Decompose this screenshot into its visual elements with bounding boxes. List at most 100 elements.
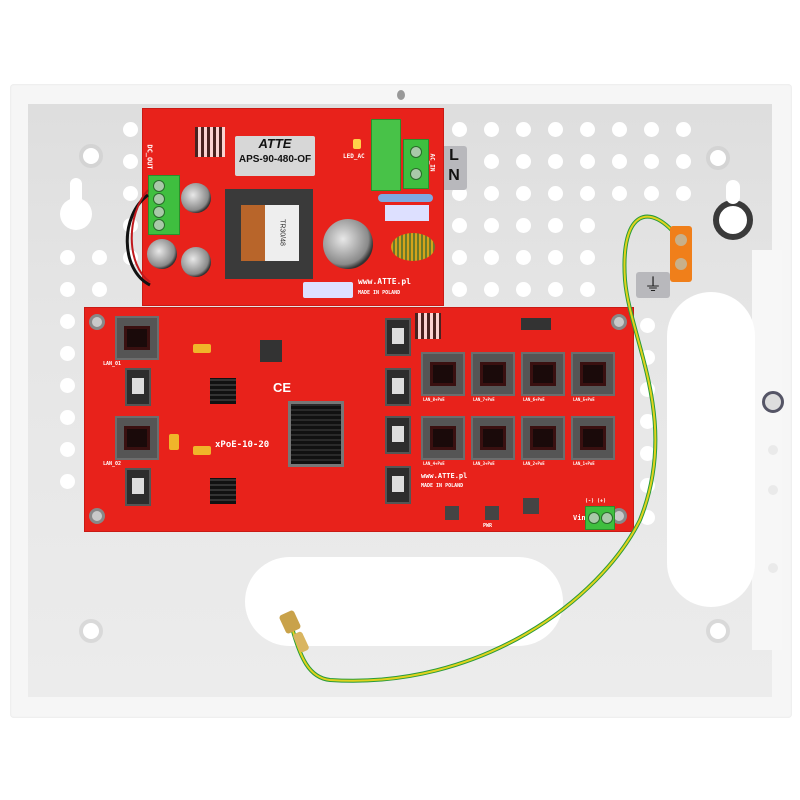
neutral-label: N — [448, 167, 460, 184]
perforation-hole — [60, 346, 75, 361]
poe-port-7[interactable] — [471, 352, 515, 396]
perforation-hole — [123, 122, 138, 137]
perforation-hole — [60, 442, 75, 457]
magnetics — [125, 368, 151, 406]
brand-logo: ATTE — [258, 136, 292, 151]
perforation-hole — [580, 218, 595, 233]
uplink-port-1[interactable] — [115, 316, 159, 360]
perforation-hole — [548, 250, 563, 265]
ce-mark: CE — [273, 380, 292, 395]
ground-label: ⏚ — [636, 272, 670, 298]
perforation-hole — [123, 186, 138, 201]
perforation-hole — [484, 186, 499, 201]
poe-port-4-label: LAN_4+PoE — [423, 461, 445, 466]
perforation-hole — [60, 282, 75, 297]
perforation-hole — [580, 122, 595, 137]
polarity-label: (-) (+) — [585, 498, 607, 504]
cable-slot-vertical — [667, 292, 755, 607]
poe-switch-board: LAN_01 LAN_02 CE xPoE-10-20 LAN_8+PoE LA… — [84, 307, 634, 532]
poe-port-6-label: LAN_6+PoE — [523, 397, 545, 402]
qr-code — [415, 313, 441, 339]
perforation-hole — [452, 122, 467, 137]
ground-terminal-clamp[interactable] — [670, 226, 692, 282]
rail-dimple — [768, 485, 778, 495]
perforation-hole — [612, 122, 627, 137]
poe-port-4[interactable] — [421, 416, 465, 460]
website-text: www.ATTE.pl — [421, 472, 468, 480]
dc-out-terminal[interactable] — [148, 175, 180, 235]
magnetics — [385, 318, 411, 356]
perforation-hole — [676, 122, 691, 137]
perforation-hole — [644, 186, 659, 201]
capacitor-large — [323, 219, 373, 269]
fuse — [193, 446, 211, 455]
switch-chip-heatsink — [288, 401, 344, 467]
poe-port-7-label: LAN_7+PoE — [473, 397, 495, 402]
uplink-port-2-label: LAN_02 — [103, 461, 122, 467]
vin-label: Vin — [573, 514, 586, 522]
poe-port-8-label: LAN_8+PoE — [423, 397, 445, 402]
perforation-hole — [123, 154, 138, 169]
perforation-hole — [640, 446, 655, 461]
mounting-hole — [710, 150, 726, 166]
fuse — [193, 344, 211, 353]
perforation-hole — [548, 122, 563, 137]
model-label: ATTE APS-90-480-OF — [235, 136, 315, 176]
dip-switch[interactable] — [521, 318, 551, 330]
rail-screw — [762, 391, 784, 413]
poe-port-5[interactable] — [571, 352, 615, 396]
perforation-hole — [676, 186, 691, 201]
model-number: APS-90-480-OF — [238, 154, 312, 165]
poe-port-3[interactable] — [471, 416, 515, 460]
uplink-port-1-label: LAN_01 — [103, 361, 122, 367]
perforation-hole — [484, 122, 499, 137]
capacitor — [181, 247, 211, 277]
perforation-hole — [516, 282, 531, 297]
perforation-hole — [548, 186, 563, 201]
perforation-hole — [92, 282, 107, 297]
fuse-holder[interactable] — [371, 119, 401, 191]
perforation-hole — [60, 314, 75, 329]
vin-terminal[interactable] — [585, 506, 615, 530]
perforation-hole — [452, 218, 467, 233]
board-mount-screw — [611, 314, 627, 330]
y-capacitor — [378, 194, 433, 202]
poe-port-6[interactable] — [521, 352, 565, 396]
poe-port-8[interactable] — [421, 352, 465, 396]
poe-port-2[interactable] — [521, 416, 565, 460]
made-in-text: MADE IN POLAND — [421, 483, 464, 489]
perforation-hole — [548, 154, 563, 169]
screw-icon — [675, 258, 687, 270]
inductor — [445, 506, 459, 520]
cable-slot-horizontal — [245, 557, 563, 646]
mounting-hole — [83, 623, 99, 639]
perforation-hole — [452, 250, 467, 265]
mounting-hole — [710, 623, 726, 639]
poe-port-1[interactable] — [571, 416, 615, 460]
perforation-hole — [580, 186, 595, 201]
magnetics — [385, 416, 411, 454]
ac-in-terminal[interactable] — [403, 139, 429, 189]
perforation-hole — [640, 318, 655, 333]
rail-dimple — [768, 563, 778, 573]
transformer: TR30/48 — [225, 189, 313, 279]
uplink-port-2[interactable] — [115, 416, 159, 460]
perforation-hole — [516, 250, 531, 265]
top-hole — [397, 90, 405, 100]
perforation-hole — [60, 410, 75, 425]
poe-port-1-label: LAN_1+PoE — [573, 461, 595, 466]
blank-label — [303, 282, 353, 298]
inductor — [523, 498, 539, 514]
perforation-hole — [484, 282, 499, 297]
poe-port-2-label: LAN_2+PoE — [523, 461, 545, 466]
mounting-hole — [83, 148, 99, 164]
magnetics — [125, 468, 151, 506]
perforation-hole — [60, 474, 75, 489]
phy-chip — [210, 378, 236, 404]
fuse — [169, 434, 179, 450]
website-text: www.ATTE.pl — [358, 277, 411, 286]
board-mount-screw — [89, 508, 105, 524]
keyhole-mount — [60, 178, 92, 238]
perforation-hole — [60, 378, 75, 393]
perforation-hole — [612, 154, 627, 169]
